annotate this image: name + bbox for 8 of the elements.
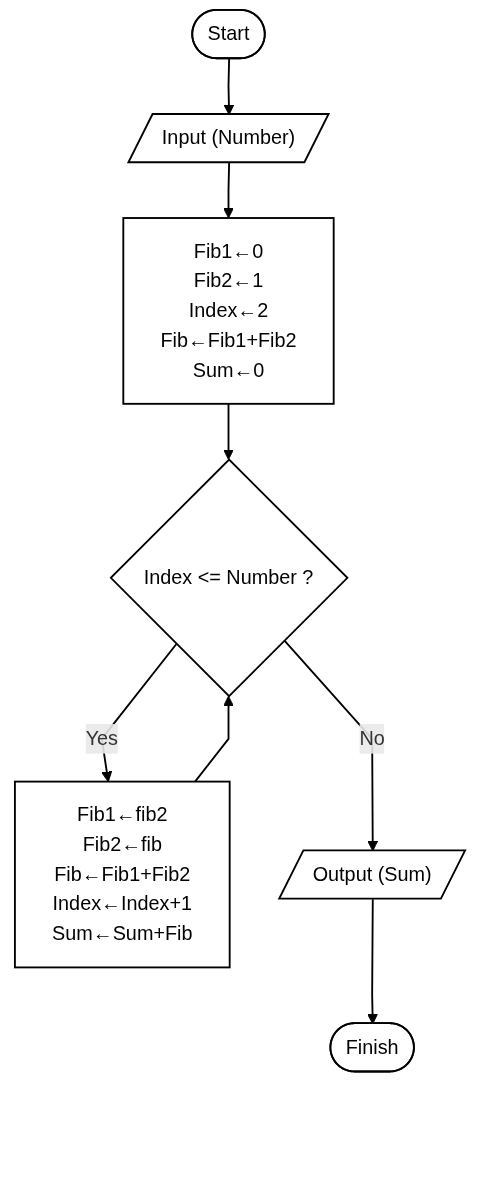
node-diamond: Index <= Number ? (109, 458, 349, 698)
arrow (223, 402, 234, 461)
edge-label: No (359, 727, 385, 749)
node-box: Fib1←fib2 Fib2←fib Fib←Fib1+Fib2 Index←Index+1 Sum←Sum+Fib (14, 780, 231, 969)
arrow (367, 898, 378, 1025)
arrow (194, 695, 234, 783)
edge-label: Yes (85, 727, 118, 749)
node-box: Fib1←0 Fib2←1 Index←2 Fib←Fib1+Fib2 Sum←0 (122, 217, 335, 405)
